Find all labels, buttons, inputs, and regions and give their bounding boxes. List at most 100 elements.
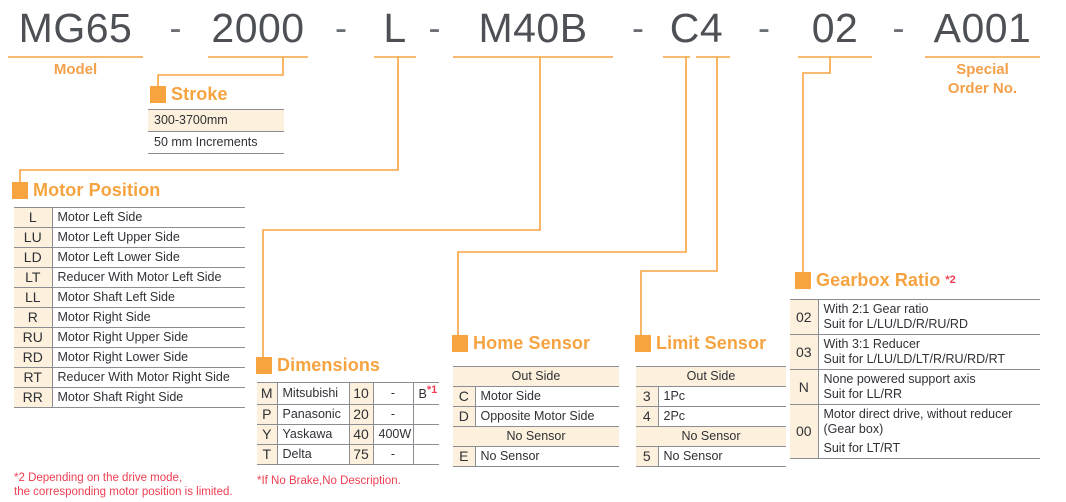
dimensions-power: - xyxy=(373,381,414,406)
section-title-stroke: Stroke xyxy=(171,84,228,104)
motor-position-code: RT xyxy=(14,367,53,388)
section-title-limit-sensor: Limit Sensor xyxy=(656,333,767,353)
limit-sensor-group-label: No Sensor xyxy=(636,426,786,447)
gearbox-code: 00 xyxy=(790,404,819,459)
home-sensor-desc: Motor Side xyxy=(475,386,619,407)
bullet-square-icon xyxy=(795,271,811,289)
table-group-header-row: Out Side xyxy=(453,366,619,387)
bullet-square-icon xyxy=(150,85,166,103)
table-row: D Opposite Motor Side xyxy=(453,406,619,427)
motor-position-desc: Motor Shaft Left Side xyxy=(52,287,245,308)
home-sensor-group-label: Out Side xyxy=(453,366,619,387)
table-limit-sensor: Out Side 3 1Pc 4 2Pc No Sensor 5 No Sens… xyxy=(636,366,786,467)
section-header-motor-position: Motor Position xyxy=(12,180,160,200)
limit-sensor-group-label: Out Side xyxy=(636,366,786,387)
table-row: 03 With 3:1 Reducer Suit for L/LU/LD/LT/… xyxy=(790,334,1040,370)
section-header-limit-sensor: Limit Sensor xyxy=(635,333,766,353)
limit-sensor-code: 3 xyxy=(636,386,659,407)
gearbox-desc: With 2:1 Gear ratio Suit for L/LU/LD/R/R… xyxy=(818,299,1040,335)
motor-position-desc: Motor Left Side xyxy=(52,207,245,228)
motor-position-desc: Motor Right Side xyxy=(52,307,245,328)
motor-position-code: RR xyxy=(14,387,53,408)
footnote-marker-2: *2 xyxy=(945,273,956,286)
dimensions-power: - xyxy=(373,404,414,426)
table-dimensions: M Mitsubishi 10 - B*1 P Panasonic 20 - Y… xyxy=(257,381,439,466)
table-row: 5 No Sensor xyxy=(636,446,786,467)
gearbox-desc-line1: With 3:1 Reducer xyxy=(823,337,921,351)
table-row: 3 1Pc xyxy=(636,386,786,407)
motor-position-code: LD xyxy=(14,247,53,268)
table-row: T Delta 75 - xyxy=(257,444,439,466)
gearbox-desc: Motor direct drive, without reducer (Gea… xyxy=(818,404,1040,459)
table-group-header-row: No Sensor xyxy=(453,426,619,447)
footnote-marker-1: *1 xyxy=(426,384,438,396)
bullet-square-icon xyxy=(635,334,651,352)
gearbox-code: 02 xyxy=(790,299,819,335)
limit-sensor-desc: 2Pc xyxy=(658,406,786,427)
limit-sensor-desc: 1Pc xyxy=(658,386,786,407)
section-title-gearbox-ratio: Gearbox Ratio xyxy=(816,270,941,290)
dimensions-brake-code: B xyxy=(418,387,427,402)
table-row: M Mitsubishi 10 - B*1 xyxy=(257,381,439,406)
code-separator-3: - xyxy=(428,7,441,48)
table-row: Y Yaskawa 40 400W xyxy=(257,424,439,446)
section-header-stroke: Stroke xyxy=(150,84,228,104)
home-sensor-code: D xyxy=(453,406,476,427)
dimensions-brand: Panasonic xyxy=(277,404,350,426)
gearbox-desc-line1: Motor direct drive, without reducer xyxy=(823,407,1013,421)
code-segment-model: MG65 xyxy=(18,5,133,51)
table-row: 50 mm Increments xyxy=(148,131,284,154)
code-separator-5: - xyxy=(758,7,770,48)
table-group-header-row: Out Side xyxy=(636,366,786,387)
limit-sensor-desc: No Sensor xyxy=(658,446,786,467)
gearbox-desc-line1: With 2:1 Gear ratio xyxy=(823,302,929,316)
table-row: RD Motor Right Lower Side xyxy=(14,347,245,368)
caption-special-order-line2: Order No. xyxy=(947,80,1018,97)
dimensions-power: 400W xyxy=(373,424,414,446)
table-row: LL Motor Shaft Left Side xyxy=(14,287,245,308)
motor-position-code: RU xyxy=(14,327,53,348)
gearbox-code: 03 xyxy=(790,334,819,370)
motor-position-code: L xyxy=(14,207,53,228)
dimensions-size: 20 xyxy=(349,404,374,426)
code-separator-6: - xyxy=(892,7,905,48)
table-row: LU Motor Left Upper Side xyxy=(14,227,245,248)
section-title-motor-position: Motor Position xyxy=(33,180,161,200)
dimensions-code: P xyxy=(257,404,278,426)
table-row: RR Motor Shaft Right Side xyxy=(14,387,245,408)
table-row: RU Motor Right Upper Side xyxy=(14,327,245,348)
table-group-header-row: No Sensor xyxy=(636,426,786,447)
home-sensor-desc: No Sensor xyxy=(475,446,619,467)
gearbox-desc-line2: Suit for L/LU/LD/LT/R/RU/RD/RT xyxy=(823,352,1006,366)
section-header-home-sensor: Home Sensor xyxy=(452,333,590,353)
dimensions-size: 75 xyxy=(349,444,374,466)
caption-special-order-line1: Special xyxy=(956,61,1009,78)
table-row: R Motor Right Side xyxy=(14,307,245,328)
gearbox-desc-line2: Suit for LL/RR xyxy=(823,387,903,401)
code-separator-4: - xyxy=(632,7,644,48)
dimensions-code: T xyxy=(257,444,278,466)
dimensions-brand: Mitsubishi xyxy=(277,381,350,406)
table-row: 4 2Pc xyxy=(636,406,786,427)
motor-position-desc: Motor Left Lower Side xyxy=(52,247,245,268)
motor-position-desc: Motor Right Upper Side xyxy=(52,327,245,348)
table-gearbox-ratio: 02 With 2:1 Gear ratio Suit for L/LU/LD/… xyxy=(790,299,1040,459)
bullet-square-icon xyxy=(452,334,468,352)
gearbox-desc: None powered support axis Suit for LL/RR xyxy=(818,369,1040,405)
bullet-square-icon xyxy=(12,181,28,199)
motor-position-desc: Motor Shaft Right Side xyxy=(52,387,245,408)
table-row: 300-3700mm xyxy=(148,109,284,132)
dimensions-size: 10 xyxy=(349,381,374,406)
home-sensor-desc: Opposite Motor Side xyxy=(475,406,619,427)
code-segment-special-order: A001 xyxy=(933,5,1032,51)
code-segment-sensors: C4 xyxy=(669,5,724,51)
motor-position-code: LT xyxy=(14,267,53,288)
dimensions-size: 40 xyxy=(349,424,374,446)
section-header-dimensions: Dimensions xyxy=(256,355,380,375)
table-row: 02 With 2:1 Gear ratio Suit for L/LU/LD/… xyxy=(790,299,1040,335)
dimensions-power: - xyxy=(373,444,414,466)
gearbox-desc-line1: None powered support axis xyxy=(823,372,976,386)
table-motor-position: L Motor Left Side LU Motor Left Upper Si… xyxy=(14,207,245,408)
motor-position-desc: Reducer With Motor Right Side xyxy=(52,367,245,388)
